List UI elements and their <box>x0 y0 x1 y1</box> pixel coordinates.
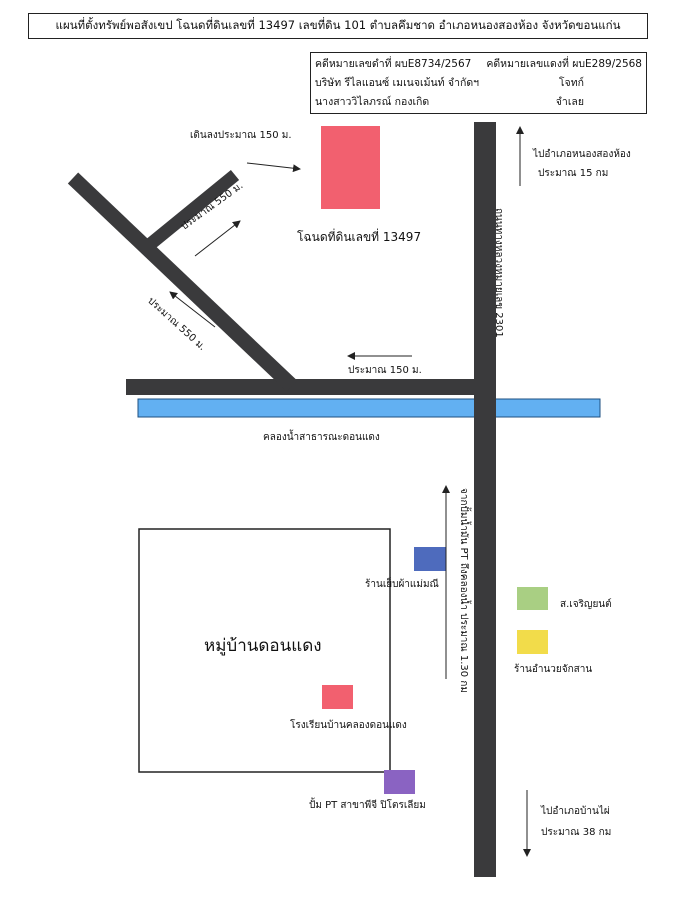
case-row-3: นางสาววิไลภรณ์ กองเกิด จำเลย <box>315 93 642 112</box>
charoenyon-marker <box>517 587 548 610</box>
case-info-box: คดีหมายเลขดำที่ ผบE8734/2567 คดีหมายเลขแ… <box>310 52 647 114</box>
school-label: โรงเรียนบ้านคลองดอนแดง <box>290 720 407 731</box>
horizontal-road <box>126 379 486 395</box>
north-destination-label: ไปอำเภอหนองสองห้อง <box>533 149 631 160</box>
plaintiff-name: บริษัท รีไลแอนซ์ เมเนจเม้นท์ จำกัดฯ <box>315 77 480 89</box>
south-destination-label: ไปอำเภอบ้านไผ่ <box>541 806 610 817</box>
map-title: แผนที่ตั้งทรัพย์พอสังเขป โฉนดที่ดินเลขที… <box>28 13 648 39</box>
arrow-icon <box>246 162 301 173</box>
pump-to-canal-label: จากปั้มน้ำมัน PT ถึงคลองน้ำ ประมาณ 1.30 … <box>458 488 469 693</box>
pt-station-label: ปั้ม PT สาขาพีจี ปิโตรเลียม <box>309 800 426 811</box>
village-boundary <box>138 528 391 773</box>
charoenyon-label: ส.เจริญยนต์ <box>560 599 612 610</box>
canal <box>137 398 601 418</box>
tailor-shop-label: ร้านเย็บผ้าแม่มณี <box>365 579 439 590</box>
plaintiff-role: โจทก์ <box>558 77 584 89</box>
branch-road <box>143 169 240 252</box>
black-case-number: คดีหมายเลขดำที่ ผบE8734/2567 <box>315 58 472 70</box>
canal-label: คลองน้ำสาธารณะดอนแดง <box>263 432 380 443</box>
defendant-role: จำเลย <box>555 96 584 108</box>
case-row-2: บริษัท รีไลแอนซ์ เมเนจเม้นท์ จำกัดฯ โจทก… <box>315 74 642 93</box>
parcel-label: โฉนดที่ดินเลขที่ 13497 <box>297 230 422 244</box>
highway-name-label: ถนนทางหลวงหมายเลข 2301 <box>493 208 504 338</box>
arrow-icon <box>169 291 216 328</box>
tractor-shop-marker <box>517 630 548 654</box>
south-distance-label: ประมาณ 38 กม <box>541 827 612 838</box>
school-marker <box>322 685 353 709</box>
highway-2301 <box>474 122 496 877</box>
tractor-shop-label: ร้านอำนวยจักสาน <box>514 664 593 675</box>
arrow-icon <box>194 220 241 257</box>
tailor-shop-marker <box>414 547 446 571</box>
pt-station-marker <box>384 770 415 794</box>
walk-distance-label: เดินลงประมาณ 150 ม. <box>190 130 292 141</box>
case-row-1: คดีหมายเลขดำที่ ผบE8734/2567 คดีหมายเลขแ… <box>315 55 642 74</box>
red-case-number: คดีหมายเลขแดงที่ ผบE289/2568 <box>486 58 642 70</box>
diagonal-road <box>67 172 298 392</box>
road-distance-label: ประมาณ 150 ม. <box>348 365 422 376</box>
defendant-name: นางสาววิไลภรณ์ กองเกิด <box>315 96 430 108</box>
land-parcel-13497 <box>321 126 380 209</box>
village-label: หมู่บ้านดอนแดง <box>204 636 322 656</box>
north-distance-label: ประมาณ 15 กม <box>538 168 609 179</box>
